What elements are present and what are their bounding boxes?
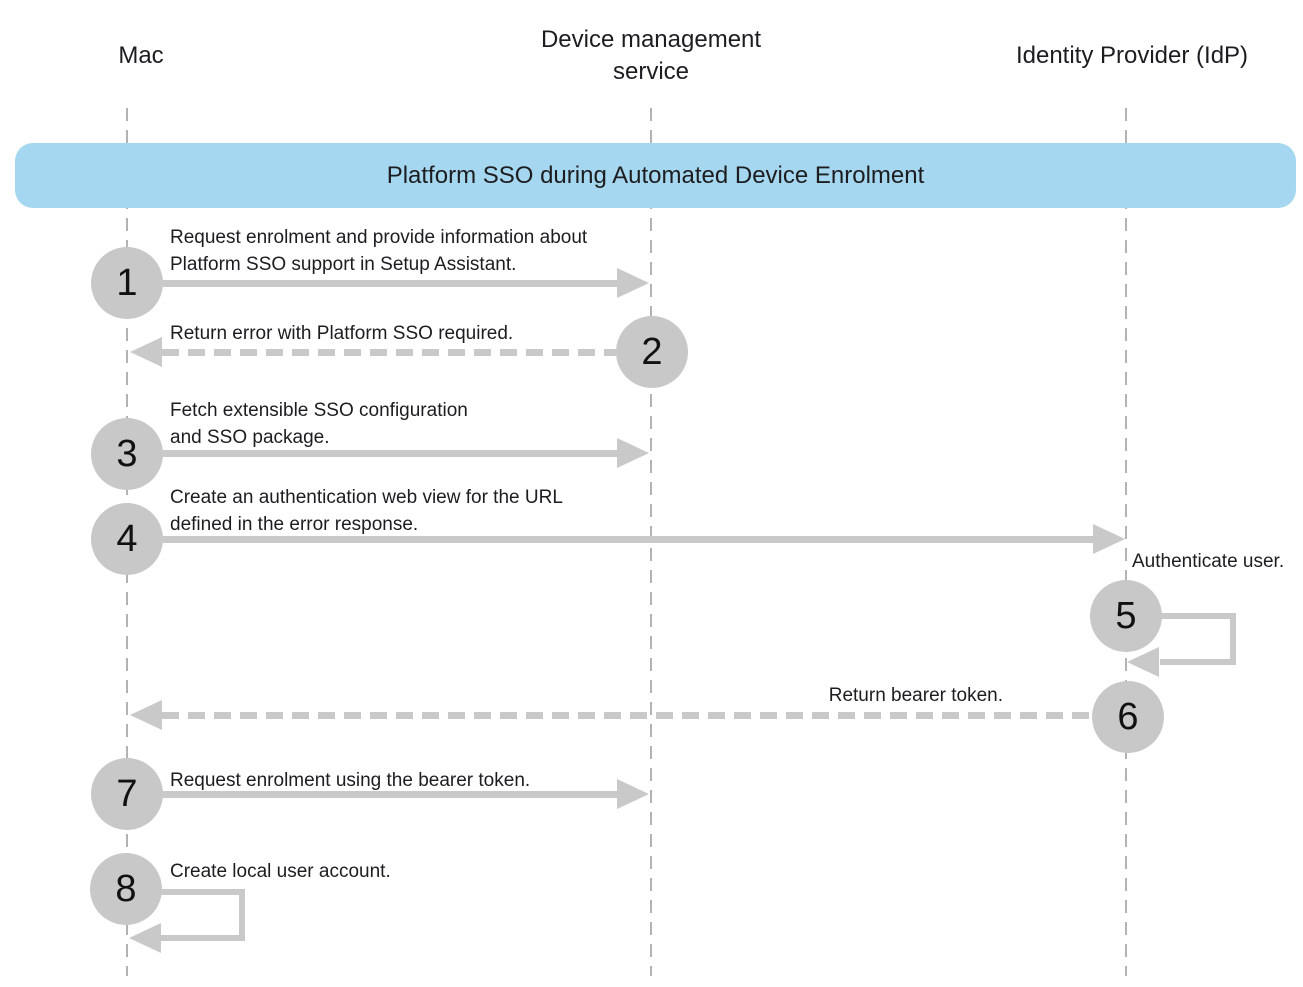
step-circle-8: 8 bbox=[90, 853, 162, 925]
step-label-7: Request enrolment using the bearer token… bbox=[170, 770, 531, 791]
step-number-2: 2 bbox=[641, 330, 663, 373]
actor-label-identity-provider: Identity Provider (IdP) bbox=[1015, 42, 1249, 69]
arrow-1-line bbox=[163, 280, 617, 287]
arrow-7-head-right-icon bbox=[617, 779, 649, 809]
step-number-3: 3 bbox=[116, 432, 138, 475]
step-number-1: 1 bbox=[116, 261, 138, 304]
arrow-5-head-left-icon bbox=[1127, 647, 1159, 677]
arrow-2-line bbox=[162, 349, 616, 356]
step-label-5: Authenticate user. bbox=[1132, 551, 1285, 572]
step-circle-2: 2 bbox=[616, 316, 688, 388]
step-number-8: 8 bbox=[115, 867, 137, 910]
step-label-6: Return bearer token. bbox=[828, 685, 1003, 706]
arrow-8-head-left-icon bbox=[129, 923, 161, 953]
arrow-1-head-right-icon bbox=[617, 268, 649, 298]
arrow-2-head-left-icon bbox=[130, 337, 162, 367]
step-circle-1: 1 bbox=[91, 247, 163, 319]
actor-label-device-management-service: Device management service bbox=[540, 26, 762, 85]
arrow-3-head-right-icon bbox=[617, 438, 649, 468]
step-circle-5: 5 bbox=[1090, 580, 1162, 652]
arrow-6-line bbox=[162, 712, 1092, 719]
arrow-4-head-right-icon bbox=[1093, 524, 1125, 554]
arrow-6-head-left-icon bbox=[130, 700, 162, 730]
title-banner: Platform SSO during Automated Device Enr… bbox=[15, 143, 1296, 208]
self-loop-5 bbox=[1160, 613, 1236, 665]
arrow-3-line bbox=[163, 450, 617, 457]
step-label-4: Create an authentication web view for th… bbox=[170, 487, 563, 535]
arrow-7-line bbox=[163, 791, 617, 798]
step-label-3: Fetch extensible SSO configuration and S… bbox=[170, 400, 468, 448]
self-loop-8 bbox=[160, 889, 245, 941]
lifeline-identity-provider bbox=[1125, 108, 1127, 976]
step-label-2: Return error with Platform SSO required. bbox=[170, 323, 514, 344]
step-circle-7: 7 bbox=[91, 758, 163, 830]
arrow-4-line bbox=[163, 536, 1093, 543]
step-number-7: 7 bbox=[116, 772, 138, 815]
step-label-8: Create local user account. bbox=[170, 861, 391, 882]
step-number-4: 4 bbox=[116, 517, 138, 560]
step-number-5: 5 bbox=[1115, 594, 1137, 637]
step-circle-6: 6 bbox=[1092, 681, 1164, 753]
diagram-title: Platform SSO during Automated Device Enr… bbox=[386, 161, 925, 189]
actor-label-mac: Mac bbox=[118, 42, 164, 69]
step-number-6: 6 bbox=[1117, 695, 1139, 738]
step-circle-4: 4 bbox=[91, 503, 163, 575]
step-label-1: Request enrolment and provide informatio… bbox=[170, 227, 588, 275]
step-circle-3: 3 bbox=[91, 418, 163, 490]
